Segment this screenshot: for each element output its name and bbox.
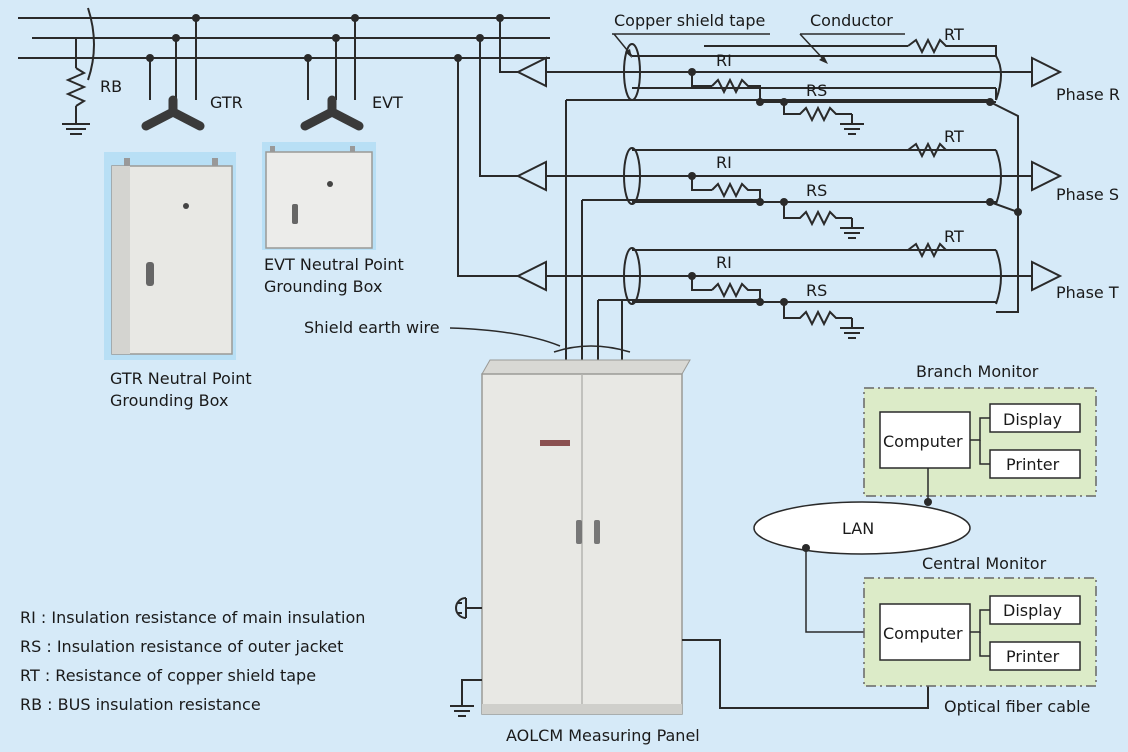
branch-printer-label: Printer — [1006, 455, 1060, 474]
phase-s-ri-label: RI — [716, 153, 732, 172]
legend: RI : Insulation resistance of main insul… — [20, 608, 365, 714]
copper-shield-tape-label: Copper shield tape — [614, 11, 765, 30]
central-computer-label: Computer — [883, 624, 963, 643]
power-plug-icon — [455, 597, 482, 619]
phase-t-label: Phase T — [1056, 283, 1119, 302]
lan-node — [753, 468, 971, 633]
aolcm-panel-label: AOLCM Measuring Panel — [506, 726, 700, 745]
central-display-label: Display — [1003, 601, 1062, 620]
optical-fiber-label: Optical fiber cable — [944, 697, 1090, 716]
bus-lines — [18, 7, 550, 81]
lan-label: LAN — [842, 519, 874, 538]
evt-y-symbol — [300, 95, 364, 131]
legend-item-rb: RB : BUS insulation resistance — [20, 695, 261, 714]
phase-r-rs-label: RS — [806, 81, 827, 100]
branch-computer-label: Computer — [883, 432, 963, 451]
evt-transformer — [307, 18, 356, 100]
ground-icon — [450, 679, 482, 717]
phase-feed-lines — [457, 18, 518, 277]
phase-r-ri-label: RI — [716, 51, 732, 70]
phase-t-cable — [515, 241, 1063, 339]
evt-box-label-line2: Grounding Box — [264, 277, 382, 296]
rb-label: RB — [100, 77, 122, 96]
branch-monitor-title: Branch Monitor — [916, 362, 1039, 381]
legend-item-ri: RI : Insulation resistance of main insul… — [20, 608, 365, 627]
optical-fiber-line — [682, 639, 929, 709]
shield-earth-wire-label: Shield earth wire — [304, 318, 440, 337]
gtr-y-symbol — [141, 95, 205, 131]
conductor-label: Conductor — [810, 11, 893, 30]
evt-box-label-line1: EVT Neutral Point — [264, 255, 404, 274]
aolcm-measuring-panel — [481, 359, 691, 715]
central-monitor-title: Central Monitor — [922, 554, 1047, 573]
gtr-grounding-box — [104, 152, 236, 360]
central-printer-label: Printer — [1006, 647, 1060, 666]
phase-s-rs-label: RS — [806, 181, 827, 200]
rb-resistor — [62, 38, 90, 135]
gtr-box-label-line1: GTR Neutral Point — [110, 369, 252, 388]
evt-grounding-box — [262, 142, 376, 250]
branch-monitor — [863, 387, 1097, 497]
phase-s-cable — [515, 141, 1063, 239]
phase-s-label: Phase S — [1056, 185, 1119, 204]
legend-item-rs: RS : Insulation resistance of outer jack… — [20, 637, 343, 656]
phase-t-ri-label: RI — [716, 253, 732, 272]
phase-r-rt-label: RT — [944, 25, 964, 44]
gtr-transformer — [149, 18, 197, 100]
phase-r-cable — [515, 37, 1063, 135]
evt-label: EVT — [372, 93, 403, 112]
central-monitor — [863, 577, 1097, 687]
gtr-box-label-line2: Grounding Box — [110, 391, 228, 410]
branch-display-label: Display — [1003, 410, 1062, 429]
phase-t-rs-label: RS — [806, 281, 827, 300]
phase-s-rt-label: RT — [944, 127, 964, 146]
phase-t-rt-label: RT — [944, 227, 964, 246]
legend-item-rt: RT : Resistance of copper shield tape — [20, 666, 316, 685]
phase-r-label: Phase R — [1056, 85, 1120, 104]
gtr-label: GTR — [210, 93, 243, 112]
phase-t-dots — [688, 272, 788, 306]
